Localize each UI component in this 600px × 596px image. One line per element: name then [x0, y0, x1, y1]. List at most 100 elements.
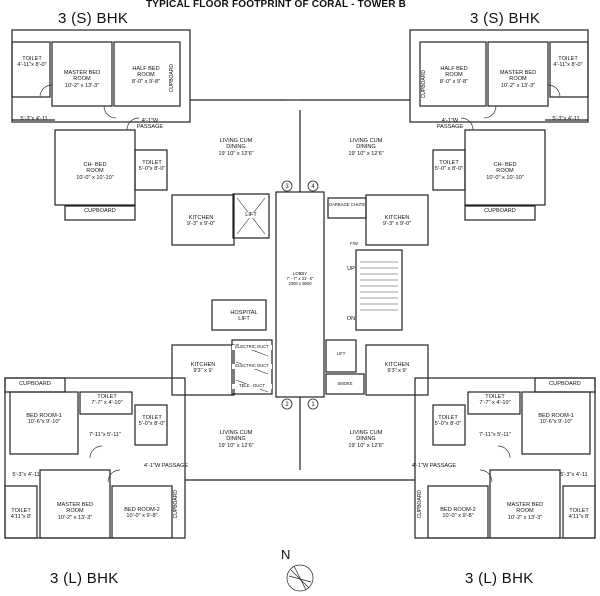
br-living: LIVING CUM DINING 19' 10" x 12'6" [348, 430, 384, 449]
bl-toilet-2: TOILET 5'-0"x 8'-0" [138, 415, 166, 428]
tr-half-room [419, 41, 487, 107]
core-smoke [325, 373, 365, 395]
bl-toilet: TOILET 7'-7" x 4'-10" [91, 394, 123, 407]
bl-bed-room-1: BED ROOM-1 10'-6"x 9'-10" [26, 413, 62, 426]
bl-master-room [39, 469, 111, 539]
tl-cupboard: CUPBOARD [84, 208, 116, 214]
br-kitchen: KITCHEN 9'3" x 9' [384, 362, 410, 375]
unit-label-top-right: 3 (S) BHK [470, 10, 541, 27]
north-arrow-icon [286, 564, 314, 592]
br-cupboard-vertical: CUPBOARD [417, 490, 423, 519]
bl-toilet-room [79, 391, 133, 415]
br-dim: 7'-11"x 5'-11" [478, 432, 512, 438]
br-toilet-2: TOILET 5'-0"x 8'-0" [434, 415, 462, 428]
br-dim-2: 5'-3"x 4'-11 [560, 472, 588, 478]
bl-master-bed: MASTER BED ROOM 10'-2" x 13'-3" [56, 502, 94, 521]
tr-passage: 4'-1"W PASSAGE [436, 118, 464, 131]
tl-toilet: TOILET 4'-11"x 8'-0" [17, 56, 47, 69]
bl-bed1-room [9, 391, 79, 455]
br-toilet-3: TOILET 4'11"x 8' [568, 508, 590, 521]
br-kitchen-room [365, 344, 429, 396]
tl-toilet-2: TOILET 5'-0"x 8'-0" [138, 160, 166, 173]
br-bed2-room [427, 485, 489, 539]
br-bed1-room [521, 391, 591, 455]
marker-3-label: 3 [285, 184, 289, 190]
br-cupboard: CUPBOARD [549, 381, 581, 387]
fw-label: F/W [350, 241, 358, 246]
marker-1-label: 1 [311, 402, 315, 408]
unit-label-bottom-right: 3 (L) BHK [465, 570, 534, 587]
tl-cupboard-vertical: CUPBOARD [169, 64, 175, 93]
tl-kitchen: KITCHEN 9'-3" x 9'-0" [186, 215, 216, 228]
core-garbage [327, 197, 367, 219]
bl-passage: 4'-1"W PASSAGE [143, 463, 189, 469]
electric-duct-2: ELECTRIC DUCT [232, 363, 272, 369]
lift-top: LIFT [239, 212, 263, 219]
stairs-on: ON [346, 316, 356, 322]
tr-master-room [487, 41, 549, 107]
unit-label-bottom-left: 3 (L) BHK [50, 570, 119, 587]
core-lobby [275, 191, 325, 398]
bl-cupboard: CUPBOARD [19, 381, 51, 387]
core-hospital-lift [211, 299, 267, 331]
tl-half-room [113, 41, 181, 107]
tr-dim: 5'-3"x 4'-11 [552, 116, 580, 122]
tl-master-room [51, 41, 113, 107]
core-stairs [355, 249, 403, 331]
tr-toilet: TOILET 4'-11"x 8'-0" [553, 56, 583, 69]
tr-living: LIVING CUM DINING 19' 10" x 12'6" [348, 138, 384, 157]
garbage-chute: GARBAGE CHUTE [328, 202, 366, 207]
marker-2 [281, 398, 293, 410]
tl-dim: 5'-3"x 4'-11 [20, 116, 48, 122]
tr-cupboard-vertical: CUPBOARD [421, 70, 427, 99]
lift-small: LIFT [336, 351, 346, 356]
stair-treads [360, 261, 398, 311]
br-toilet3-room [562, 485, 596, 539]
tl-ch-bed: CH- BED ROOM 10'-0" x 10'-10" [76, 162, 114, 181]
br-passage: 4'-1"W PASSAGE [411, 463, 457, 469]
bl-kitchen: KITCHEN 9'3" x 9' [190, 362, 216, 375]
tr-toilet-2: TOILET 5'-0" x 8'-0" [434, 160, 464, 173]
tl-cupboard-box [64, 205, 136, 221]
marker-2-label: 2 [285, 402, 289, 408]
bl-living: LIVING CUM DINING 19' 10" x 12'6" [218, 430, 254, 449]
br-toilet-room [467, 391, 521, 415]
lobby: LOBBY 7' - 7" x 31'- 6" 2300 x 9600 [286, 271, 314, 286]
tele-duct: TELE - DUCT [232, 383, 272, 389]
bl-toilet2-room [134, 404, 168, 446]
bl-toilet-3: TOILET 4'11"x 8' [10, 508, 32, 521]
bl-bed-room-2: BED ROOM-2 10'-0" x 9'-8" [124, 507, 160, 520]
br-bed-room-2: BED ROOM-2 10'-0" x 9'-8" [440, 507, 476, 520]
tr-cupboard-box [464, 205, 536, 221]
bl-cupboard-vertical: CUPBOARD [173, 490, 179, 519]
tl-kitchen-room [171, 194, 235, 246]
core-lift-small [325, 339, 357, 373]
tl-toilet-room [11, 41, 51, 98]
tl-passage: 4'-1"W PASSAGE [136, 118, 164, 131]
electric-duct-1: ELECTRIC DUCT [232, 344, 272, 350]
core-lift-top [232, 193, 270, 239]
bl-toilet3-room [4, 485, 38, 539]
tr-toilet2-room [432, 149, 466, 191]
smoke: SMOKE [337, 381, 353, 386]
br-master-bed: MASTER BED ROOM 10'-2" x 13'-3" [506, 502, 544, 521]
tr-half-bed: HALF BED ROOM 8'-0" x 9'-8" [439, 66, 469, 85]
tl-half-bed: HALF BED ROOM 8'-0" x 9'-8" [131, 66, 161, 85]
marker-3 [281, 180, 293, 192]
tl-toilet2-room [134, 149, 168, 191]
stairs-up: UP [347, 266, 355, 272]
door-swings [39, 84, 561, 483]
br-master-room [489, 469, 561, 539]
bl-dim: 7'-11"x 5'-11" [88, 432, 122, 438]
unit-label-top-left: 3 (S) BHK [58, 10, 129, 27]
bl-kitchen-room [171, 344, 235, 396]
br-toilet: TOILET 7'-7" x 4'-10" [479, 394, 511, 407]
tr-ch-bed: CH- BED ROOM 10'-0" x 10'-10" [486, 162, 524, 181]
marker-4-label: 4 [311, 184, 315, 190]
tr-cupboard: CUPBOARD [484, 208, 516, 214]
tr-kitchen-room [365, 194, 429, 246]
br-toilet2-room [432, 404, 466, 446]
tl-master-bed: MASTER BED ROOM 10'-2" x 13'-3" [63, 70, 101, 89]
tl-living: LIVING CUM DINING 19' 10" x 12'6" [218, 138, 254, 157]
marker-1 [307, 398, 319, 410]
